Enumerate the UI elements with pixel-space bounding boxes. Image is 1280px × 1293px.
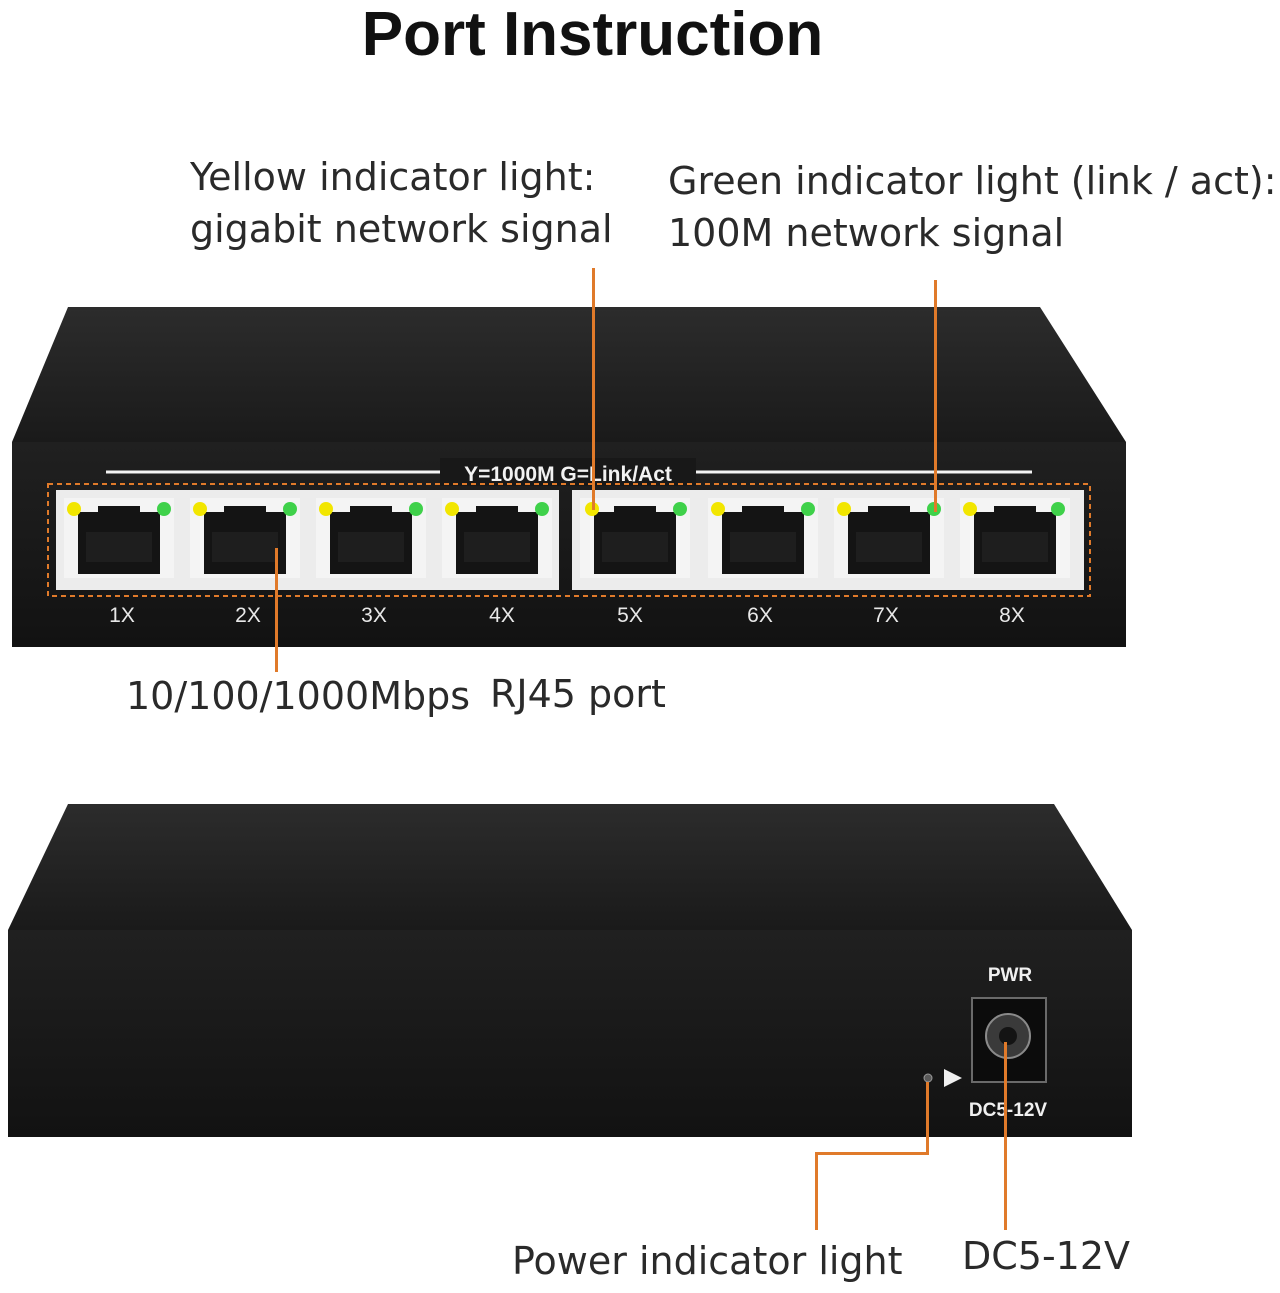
port-7: 7X xyxy=(834,498,944,627)
green-led xyxy=(535,502,549,516)
yellow-led xyxy=(319,502,333,516)
port-speed-leader xyxy=(275,548,278,672)
port-group-outline xyxy=(47,483,1091,597)
green-led xyxy=(283,502,297,516)
port-label: 1X xyxy=(109,604,135,627)
green-light-leader xyxy=(934,280,937,512)
green-led xyxy=(1051,502,1065,516)
port-4: 4X xyxy=(442,498,552,627)
rear-switch: PWR DC5-12V xyxy=(8,804,1132,1137)
port-2: 2X xyxy=(190,498,300,627)
power-led xyxy=(923,1073,933,1083)
yellow-led xyxy=(67,502,81,516)
green-led xyxy=(157,502,171,516)
port-label: 4X xyxy=(489,604,515,627)
power-light-leader-horizontal xyxy=(815,1152,929,1155)
yellow-light-callout-line1: Yellow indicator light: xyxy=(190,155,596,199)
power-light-callout: Power indicator light xyxy=(512,1239,903,1283)
port-label: 7X xyxy=(873,604,899,627)
yellow-led xyxy=(963,502,977,516)
yellow-led xyxy=(837,502,851,516)
front-switch-top xyxy=(12,307,1126,442)
port-label: 5X xyxy=(617,604,643,627)
status-strip-label: Y=1000M G=Link/Act xyxy=(464,463,672,486)
port-8: 8X xyxy=(960,498,1070,627)
dc-jack-housing xyxy=(971,997,1047,1083)
pwr-label: PWR xyxy=(988,965,1033,986)
dc-leader xyxy=(1004,1042,1007,1230)
page-title: Port Instruction xyxy=(361,0,824,69)
green-led xyxy=(801,502,815,516)
green-led xyxy=(673,502,687,516)
status-strip-background xyxy=(440,458,696,486)
port-label: 2X xyxy=(235,604,261,627)
power-light-leader-drop xyxy=(815,1152,818,1230)
port-3: 3X xyxy=(316,498,426,627)
dc-port-label: DC5-12V xyxy=(969,1100,1047,1121)
port-label: 6X xyxy=(747,604,773,627)
port-1: 1X xyxy=(64,498,174,627)
port-label: 3X xyxy=(361,604,387,627)
port-speed-callout: 10/100/1000Mbps xyxy=(126,674,471,718)
yellow-light-leader xyxy=(592,268,595,510)
rj45-callout: RJ45 port xyxy=(490,672,666,716)
port-6: 6X xyxy=(708,498,818,627)
port-label: 8X xyxy=(999,604,1025,627)
yellow-led xyxy=(193,502,207,516)
green-light-callout-line2: 100M network signal xyxy=(668,211,1065,255)
front-switch: Y=1000M G=Link/Act 1X 2X 3X 4X xyxy=(12,307,1126,647)
green-light-callout-line1: Green indicator light (link / act): xyxy=(668,159,1277,203)
green-led xyxy=(409,502,423,516)
yellow-led xyxy=(445,502,459,516)
power-light-leader-vertical xyxy=(926,1082,929,1154)
rear-switch-top xyxy=(8,804,1132,930)
rear-switch-face xyxy=(8,930,1132,1137)
arrow-icon xyxy=(944,1069,962,1087)
yellow-light-callout-line2: gigabit network signal xyxy=(190,207,613,251)
dc-callout: DC5-12V xyxy=(962,1234,1131,1278)
yellow-led xyxy=(711,502,725,516)
